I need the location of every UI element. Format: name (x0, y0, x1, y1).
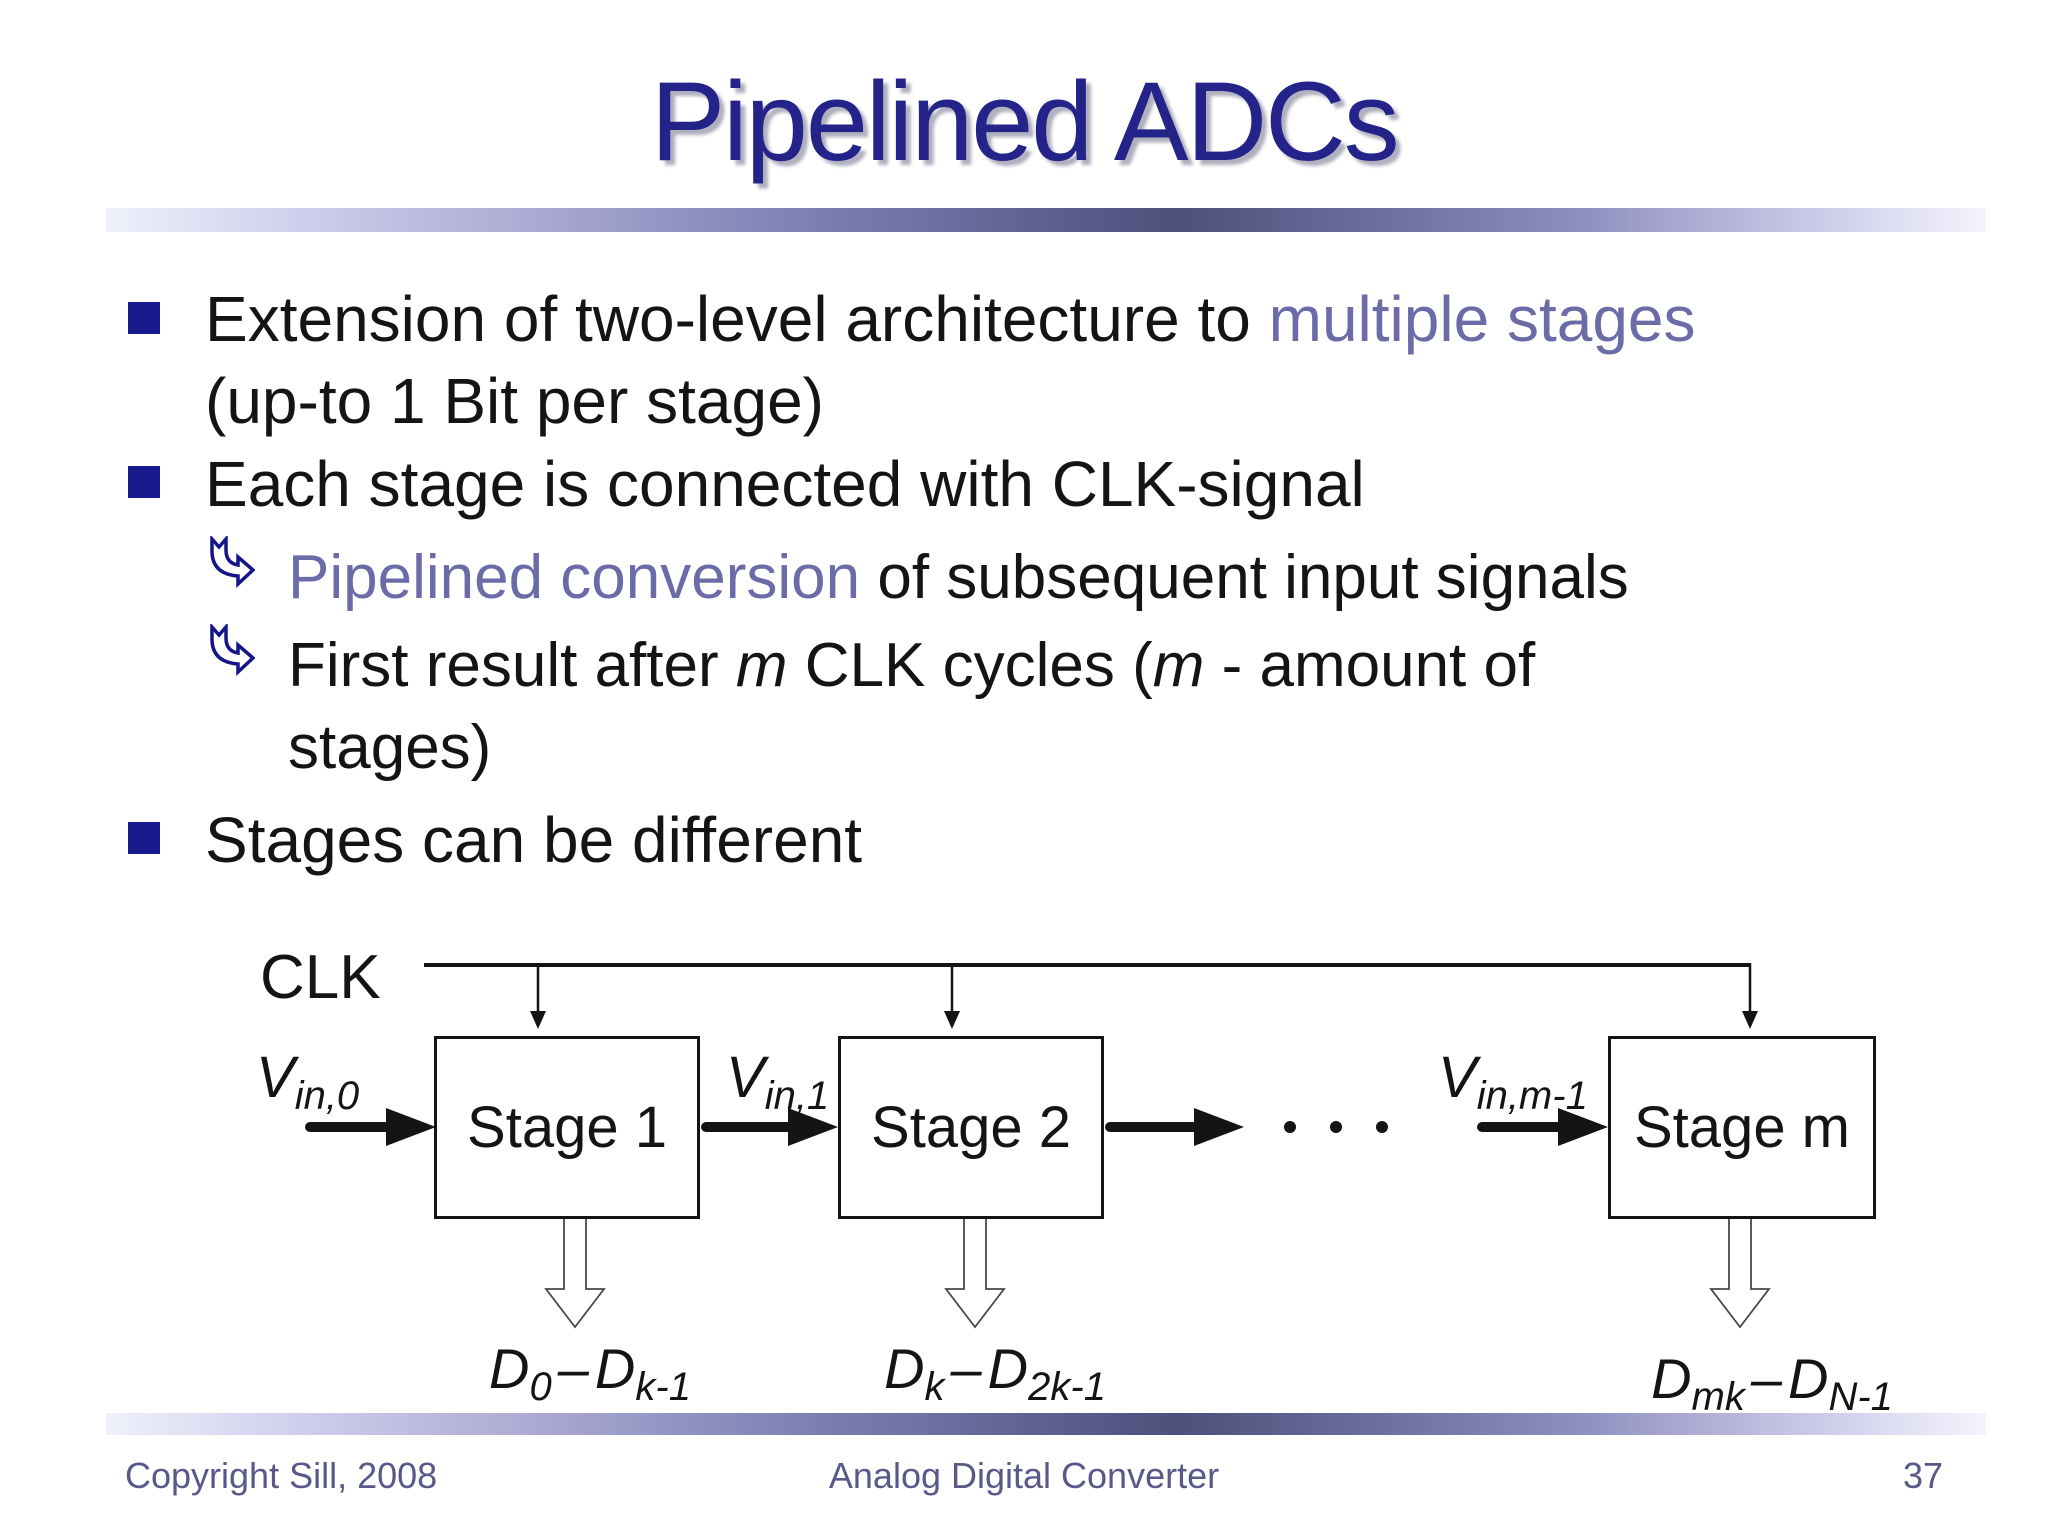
bullet-square-icon (128, 466, 160, 498)
dash-separator: – (557, 1337, 589, 1400)
ellipsis-dots (1284, 1121, 1388, 1133)
v-base: V (726, 1045, 765, 1110)
bullet-1-text: Extension of two-level architecture to (205, 283, 1269, 355)
bullet-2-text: Each stage is connected with CLK-signal (205, 448, 1365, 520)
dash-separator: – (1750, 1347, 1783, 1410)
footer-course-title: Analog Digital Converter (828, 1455, 1220, 1496)
v-subscript: in,1 (764, 1074, 830, 1118)
input-voltage-label: Vin,0 (256, 1044, 359, 1119)
stage-box-2: Stage 2 (838, 1036, 1104, 1219)
curved-arrow-bullet-icon (210, 536, 255, 589)
bullet-item-2: Each stage is connected with CLK-signal (205, 443, 1365, 525)
footer-divider-bar (106, 1413, 1986, 1435)
bullet-square-icon (128, 302, 160, 334)
d-base: D (1651, 1347, 1692, 1410)
bullet-3-text: Stages can be different (205, 804, 863, 876)
sub-bullet-2-text: CLK cycles ( (787, 631, 1153, 700)
d-base: D (1788, 1347, 1829, 1410)
bullet-1-line2: (up-to 1 Bit per stage) (205, 365, 824, 437)
output-bits-label: D0–Dk-1 (489, 1336, 691, 1410)
output-arrow (544, 1217, 1771, 1329)
stage-box-label: Stage 2 (871, 1095, 1071, 1160)
clk-bus-line (424, 963, 1752, 1013)
d-subscript: 0 (529, 1365, 552, 1409)
dash-separator: – (950, 1337, 982, 1400)
bullet-1-accent-text: multiple stages (1268, 283, 1696, 355)
d-base: D (489, 1337, 530, 1400)
d-subscript: k-1 (635, 1365, 691, 1409)
clk-label: CLK (260, 943, 381, 1012)
output-bits-label: Dmk–DN-1 (1651, 1346, 1893, 1420)
v-base: V (256, 1045, 295, 1110)
sub-bullet-2-var-m: m (735, 631, 788, 700)
clk-drop-arrow (530, 1011, 1758, 1029)
stage-box-label: Stage m (1634, 1095, 1850, 1160)
d-base: D (987, 1337, 1029, 1400)
input-voltage-label: Vin,m-1 (1438, 1044, 1588, 1119)
sub-bullet-1-text: of subsequent input signals (860, 543, 1629, 612)
stage-box-1: Stage 1 (434, 1036, 700, 1219)
bullet-item-1: Extension of two-level architecture to m… (205, 278, 1696, 442)
stage-box-m: Stage m (1608, 1036, 1876, 1219)
d-subscript: 2k-1 (1028, 1365, 1106, 1409)
page-number: 37 (1902, 1455, 1943, 1496)
sub-bullet-2-var-m: m (1152, 631, 1205, 700)
d-base: D (594, 1337, 636, 1400)
d-subscript: mk (1691, 1375, 1745, 1419)
curved-arrow-bullet-icon (210, 624, 255, 677)
sub-bullet-1: Pipelined conversion of subsequent input… (288, 537, 1629, 619)
v-subscript: in,0 (294, 1074, 360, 1118)
input-voltage-label: Vin,1 (726, 1044, 829, 1119)
d-base: D (884, 1337, 925, 1400)
output-bits-label: Dk–D2k-1 (884, 1336, 1106, 1410)
sub-bullet-2-line2: stages) (288, 713, 492, 782)
bullet-item-3: Stages can be different (205, 799, 862, 881)
sub-bullet-2-text: - amount of (1204, 631, 1536, 700)
sub-bullet-1-accent-text: Pipelined conversion (288, 543, 861, 612)
sub-bullet-2: First result after m CLK cycles (m - amo… (288, 625, 1535, 789)
page-title: Pipelined ADCs (650, 59, 1400, 184)
bullet-square-icon (128, 822, 160, 854)
v-subscript: in,m-1 (1476, 1074, 1588, 1118)
sub-bullet-2-text: First result after (288, 631, 736, 700)
d-subscript: k (924, 1365, 945, 1409)
signal-arrow (305, 1108, 1608, 1146)
d-subscript: N-1 (1828, 1375, 1893, 1419)
title-divider-bar (106, 208, 1986, 232)
v-base: V (1438, 1045, 1477, 1110)
footer-copyright: Copyright Sill, 2008 (125, 1455, 438, 1496)
stage-box-label: Stage 1 (467, 1095, 667, 1160)
